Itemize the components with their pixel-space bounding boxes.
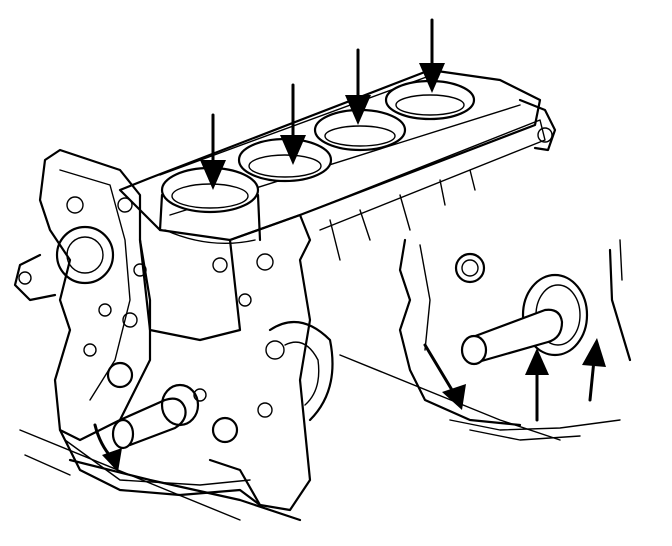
cylinder-bores bbox=[158, 79, 476, 244]
down-arrow-icon bbox=[280, 83, 306, 165]
up-arrow-icon bbox=[582, 338, 606, 402]
inset-detail bbox=[339, 238, 632, 441]
down-arrow-icon bbox=[200, 113, 226, 190]
down-arrow-icon bbox=[419, 18, 445, 93]
curved-arrow-icon bbox=[423, 343, 466, 410]
down-arrows bbox=[200, 18, 445, 190]
front-shaft bbox=[93, 383, 200, 472]
up-arrow-icon bbox=[525, 348, 549, 422]
curved-arrow-icon bbox=[93, 423, 122, 472]
down-arrow-icon bbox=[345, 48, 371, 125]
